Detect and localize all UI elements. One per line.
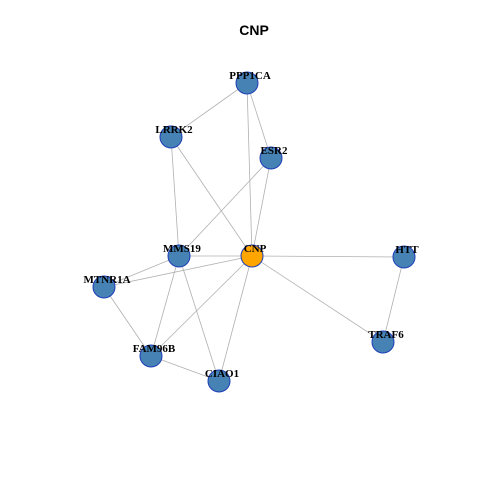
edge-mms19-fam96b: [150, 255, 180, 357]
node-label-ppp1ca: PPP1CA: [229, 70, 271, 82]
edge-layer: [103, 82, 405, 382]
node-circle-fam96b: [139, 344, 163, 368]
node-circle-htt: [392, 245, 416, 269]
node-label-htt: HTT: [395, 244, 419, 256]
node-label-mtnr1a: MTNR1A: [83, 274, 130, 286]
edge-mms19-mtnr1a: [103, 255, 180, 288]
edge-ppp1ca-cnp: [246, 82, 253, 257]
node-cnp: CNP: [240, 243, 267, 268]
edge-lrrk2-cnp: [170, 136, 253, 257]
edge-cnp-ciao1: [218, 255, 253, 382]
node-lrrk2: LRRK2: [155, 124, 193, 149]
node-fam96b: FAM96B: [133, 343, 176, 368]
node-traf6: TRAF6: [368, 329, 404, 354]
edge-cnp-fam96b: [150, 255, 253, 357]
node-circle-ciao1: [207, 369, 231, 393]
node-circle-lrrk2: [159, 125, 183, 149]
edge-cnp-htt: [251, 255, 405, 258]
node-circle-ppp1ca: [235, 71, 259, 95]
edge-esr2-mms19: [178, 157, 272, 257]
node-label-mms19: MMS19: [163, 243, 201, 255]
edge-cnp-mtnr1a: [103, 255, 253, 288]
node-label-traf6: TRAF6: [368, 329, 404, 341]
node-label-fam96b: FAM96B: [133, 343, 176, 355]
edge-ppp1ca-lrrk2: [170, 82, 248, 138]
node-circle-mtnr1a: [92, 275, 116, 299]
node-esr2: ESR2: [259, 145, 288, 170]
node-mtnr1a: MTNR1A: [83, 274, 131, 299]
node-mms19: MMS19: [163, 243, 201, 268]
edge-htt-traf6: [382, 256, 405, 343]
edge-esr2-cnp: [251, 157, 272, 257]
edge-ppp1ca-esr2: [246, 82, 272, 159]
edge-lrrk2-mms19: [170, 136, 180, 257]
edge-mms19-ciao1: [178, 255, 220, 382]
edge-fam96b-ciao1: [150, 355, 220, 382]
node-label-esr2: ESR2: [261, 145, 288, 157]
edge-cnp-traf6: [251, 255, 384, 343]
node-ppp1ca: PPP1CA: [229, 70, 271, 95]
edge-mtnr1a-fam96b: [103, 286, 152, 357]
diagram-title: CNP: [239, 22, 269, 38]
node-htt: HTT: [392, 244, 419, 269]
node-label-ciao1: CIAO1: [205, 368, 239, 380]
node-circle-esr2: [259, 146, 283, 170]
node-label-lrrk2: LRRK2: [155, 124, 193, 136]
node-circle-mms19: [167, 244, 191, 268]
node-label-cnp: CNP: [244, 243, 267, 255]
node-ciao1: CIAO1: [205, 368, 239, 393]
node-circle-traf6: [371, 330, 395, 354]
node-circle-cnp: [240, 244, 264, 268]
